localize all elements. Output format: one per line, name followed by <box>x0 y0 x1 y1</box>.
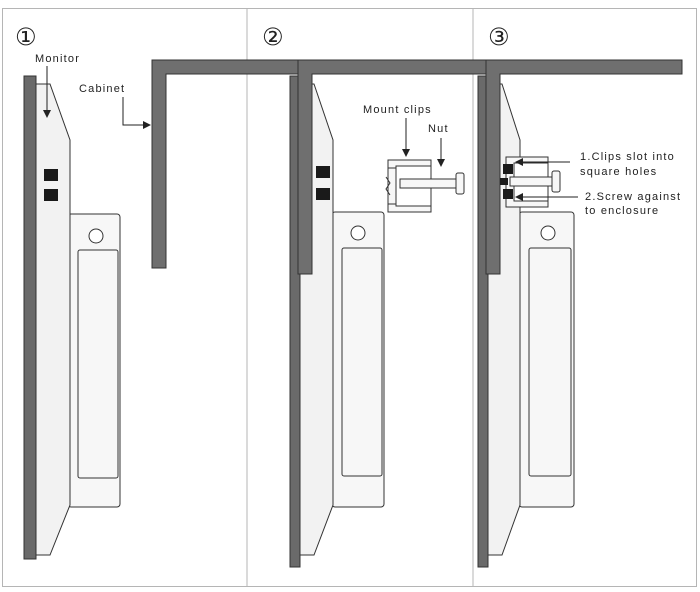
nut-arrowhead <box>437 159 445 167</box>
screw-label-line1: 2.Screw against <box>585 191 681 203</box>
monitor <box>289 75 385 568</box>
square-hole <box>503 189 513 199</box>
monitor-arrowhead <box>43 110 51 118</box>
screw-tip <box>500 178 508 185</box>
square-hole <box>316 188 330 200</box>
clips-label-line2: square holes <box>580 166 657 178</box>
clips-callout-arrowhead <box>515 158 523 166</box>
monitor-bezel <box>289 75 301 568</box>
monitor-rear-inner <box>77 249 119 479</box>
diagram-frame <box>2 8 697 587</box>
screw-callout-arrowhead <box>515 193 523 201</box>
screw-head <box>551 170 561 193</box>
monitor-hole <box>350 225 366 241</box>
screw-head <box>455 172 465 195</box>
step-number: ① <box>15 23 37 51</box>
cabinet-arrow <box>122 97 144 126</box>
square-hole <box>44 189 58 201</box>
clips-label-line1: 1.Clips slot into <box>580 151 675 163</box>
cabinet <box>485 59 683 275</box>
square-hole <box>44 169 58 181</box>
cabinet-label: Cabinet <box>79 83 125 95</box>
panel-3: ③ 1.Clips slot into square holes 2.Scre <box>477 23 683 568</box>
screw-shaft <box>399 178 457 189</box>
mount-clip <box>385 159 465 213</box>
monitor-body <box>35 83 71 556</box>
screw-shaft <box>509 176 555 187</box>
monitor-hole <box>88 228 104 244</box>
monitor-bezel <box>23 75 37 560</box>
cabinet-arrowhead <box>143 121 151 129</box>
panel-1: ① Monitor Cabinet <box>15 23 301 560</box>
panel-2: ② Mount clips Nut <box>262 23 488 568</box>
screw-label-line2: to enclosure <box>585 205 659 217</box>
monitor-rear-inner <box>528 247 572 477</box>
step-number: ③ <box>488 23 510 51</box>
monitor-rear-inner <box>341 247 383 477</box>
installed-mount-clip <box>500 156 561 208</box>
step-number: ② <box>262 23 284 51</box>
monitor-bezel <box>477 75 489 568</box>
clip-spring <box>385 176 391 196</box>
nut-label: Nut <box>428 123 449 135</box>
mount-clips-arrowhead <box>402 149 410 157</box>
cabinet <box>151 59 301 269</box>
square-hole <box>503 164 513 174</box>
monitor-label: Monitor <box>35 53 80 65</box>
monitor-hole <box>540 225 556 241</box>
monitor <box>23 75 121 560</box>
square-hole <box>316 166 330 178</box>
mount-clips-label: Mount clips <box>363 104 432 116</box>
